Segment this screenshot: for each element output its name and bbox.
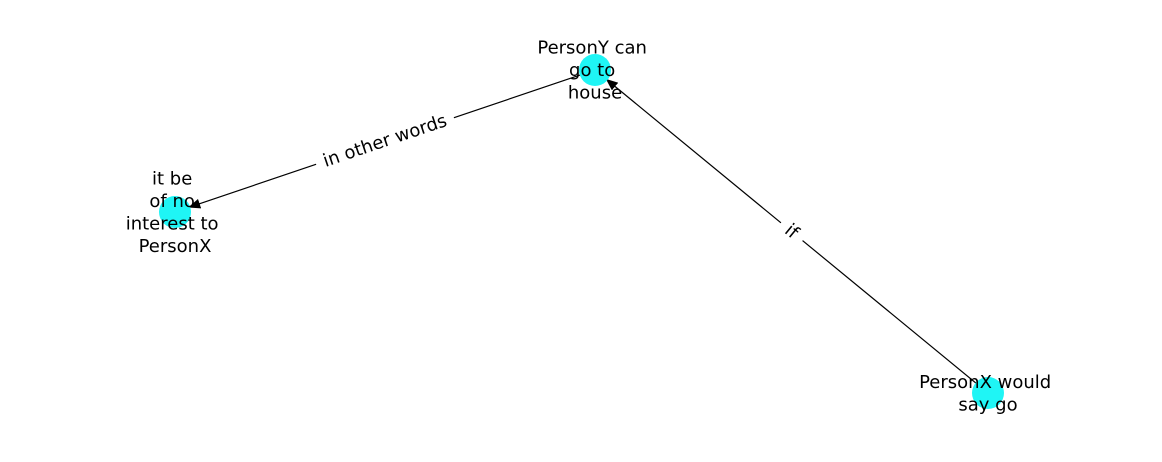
node-circle	[579, 54, 611, 86]
node-label: it be of no interest to PersonX	[126, 168, 225, 257]
edge-label-in-other-words: in other words	[311, 104, 459, 178]
node-circle	[159, 196, 191, 228]
node-label-line: PersonX would	[919, 372, 1051, 393]
edges-layer	[188, 72, 981, 388]
edge-label-if: if	[772, 212, 812, 252]
node-persony-can-go-to-house: PersonY can go to house	[537, 38, 652, 104]
node-it-be-of-no-interest-to-personx: it be of no interest to PersonX	[126, 168, 225, 257]
node-label-line: interest to	[126, 213, 219, 234]
node-label: PersonY can go to house	[537, 38, 652, 104]
node-label-line: of no	[149, 191, 195, 212]
node-label-line: go to	[569, 60, 615, 81]
node-label-line: say go	[958, 394, 1017, 415]
edge-label-background	[311, 104, 459, 178]
edge-label-background	[772, 212, 812, 252]
node-label: PersonX would say go	[919, 372, 1057, 416]
edge-labels-layer: in other words if	[311, 104, 812, 252]
node-personx-would-say-go: PersonX would say go	[919, 372, 1057, 416]
node-label-line: PersonY can	[537, 38, 647, 59]
node-label-line: it be	[152, 168, 192, 189]
node-circle	[972, 377, 1004, 409]
node-label-line: house	[568, 83, 622, 104]
node-label-line: PersonX	[139, 236, 212, 257]
nodes-layer: PersonY can go to house it be of no inte…	[126, 38, 1057, 416]
edge-label-text: in other words	[320, 110, 449, 171]
